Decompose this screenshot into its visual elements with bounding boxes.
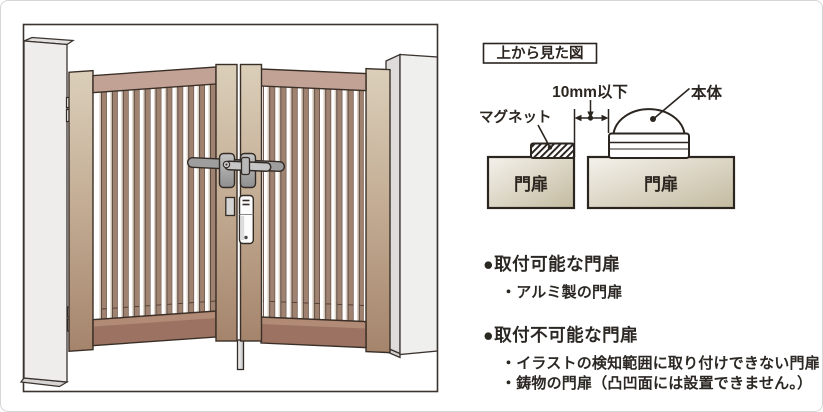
right-hinge-stile [365,67,391,354]
incompatible-gates-section: ●取付不可能な門扉 ・イラストの検知範囲に取り付けできない門扉 ・鋳物の門扉（凸… [483,325,822,394]
compatible-gates-heading: ●取付可能な門扉 [483,254,621,274]
gate-illustration [19,23,439,393]
latch-handle [240,156,251,176]
diagram-title: 上から見た図 [497,45,584,62]
diagram-title-box [482,42,598,64]
note-item: ・鋳物の門扉（凸凹面には設置できません。） [501,375,813,393]
magnet-label: マグネット [479,108,552,126]
left-gate-door [68,66,217,353]
body-leader-line [653,87,691,119]
incompatible-gates-heading: ●取付不可能な門扉 [483,325,639,346]
gate-latch [187,152,285,189]
right-gate-door [260,67,391,354]
top-view-diagram: 上から見た図 門扉 門扉 マグネット 本体 10mm以下 [479,42,736,210]
right-pillar [385,53,438,359]
gate-slats [263,86,364,322]
left-gate-block-label: 門扉 [514,174,548,194]
gate-slats [96,84,216,320]
left-bottom-rail [92,310,217,347]
gap-dimension-label: 10mm以下 [552,83,628,101]
right-top-rail [260,68,367,92]
right-bottom-rail [260,316,367,349]
gap-dimension-arrows [574,111,609,122]
note-item: ・イラストの検知範囲に取り付けできない門扉 [501,355,820,372]
left-hinge-stile [68,69,94,353]
left-pillar [19,36,75,388]
note-item: ・アルミ製の門扉 [501,283,623,301]
magnet [530,142,575,159]
gate-lock [225,194,255,245]
magnet-leader-line [537,124,551,147]
compatible-gates-section: ●取付可能な門扉 ・アルミ製の門扉 [483,254,822,303]
installation-notes: ●取付可能な門扉 ・アルミ製の門扉 ●取付不可能な門扉 ・イラストの検知範囲に取… [483,254,822,395]
right-gate-block-label: 門扉 [644,174,678,194]
gap-dimension-lines [573,100,610,157]
sensor-body [608,108,690,159]
drop-bolt [236,339,245,371]
right-gate-block [586,155,736,210]
body-label: 本体 [691,83,723,102]
